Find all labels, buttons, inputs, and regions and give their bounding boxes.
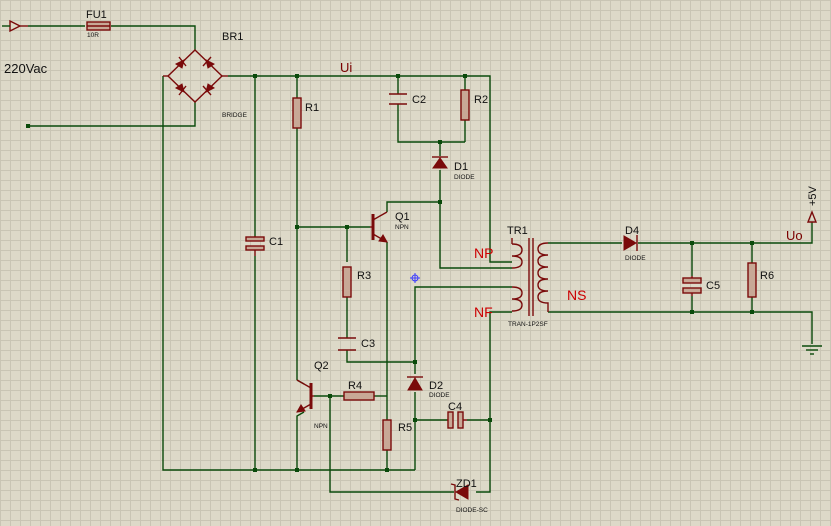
capacitor-c5 — [682, 276, 702, 296]
fu1-value: 10R — [87, 32, 99, 39]
resistor-r6 — [747, 262, 757, 298]
d2-label: D2 — [429, 380, 443, 392]
fu1-label: FU1 — [86, 9, 107, 21]
ns-label: NS — [567, 287, 586, 303]
d2-value: DIODE — [429, 392, 450, 399]
q2-label: Q2 — [314, 360, 329, 372]
ui-label: Ui — [340, 60, 352, 75]
d1-value: DIODE — [454, 174, 475, 181]
resistor-r2 — [460, 89, 470, 121]
r3-label: R3 — [357, 270, 371, 282]
np-label: NP — [474, 245, 493, 261]
c5-label: C5 — [706, 280, 720, 292]
diode-d1 — [432, 156, 448, 169]
capacitor-c1 — [245, 236, 265, 256]
capacitor-c4 — [447, 411, 467, 429]
resistor-r5 — [382, 419, 392, 451]
fuse-fu1 — [86, 21, 111, 31]
uo-label: Uo — [786, 228, 803, 243]
q1-label: Q1 — [395, 211, 410, 223]
c2-label: C2 — [412, 94, 426, 106]
diode-d4 — [623, 235, 638, 251]
c1-label: C1 — [269, 236, 283, 248]
transformer-tr1 — [511, 238, 549, 316]
diode-d2 — [407, 376, 423, 391]
r4-label: R4 — [348, 380, 362, 392]
vout-label: +5V — [807, 185, 819, 206]
wires — [28, 25, 813, 493]
resistor-r3 — [342, 266, 352, 298]
transistor-q1 — [370, 211, 388, 243]
d4-label: D4 — [625, 225, 639, 237]
c3-label: C3 — [361, 338, 375, 350]
zd1-label: ZD1 — [456, 478, 477, 490]
labels: 220Vac FU1 10R BR1 BRIDGE Ui R1 C2 R2 D1… — [4, 9, 819, 514]
probe-marker-icon — [410, 273, 420, 283]
input-label: 220Vac — [4, 61, 48, 76]
c4-label: C4 — [448, 401, 462, 413]
output-terminal-icon — [806, 210, 818, 223]
r1-label: R1 — [305, 102, 319, 114]
br1-label: BR1 — [222, 31, 243, 43]
transistor-q2 — [296, 379, 314, 413]
q1-value: NPN — [395, 224, 409, 231]
q2-value: NPN — [314, 423, 328, 430]
bridge-br1 — [163, 49, 228, 103]
r2-label: R2 — [474, 94, 488, 106]
tr1-label: TR1 — [507, 225, 528, 237]
zd1-value: DIODE-SC — [456, 507, 488, 514]
zener-zd1 — [450, 483, 469, 501]
resistor-r4 — [343, 391, 375, 401]
r6-label: R6 — [760, 270, 774, 282]
d1-label: D1 — [454, 161, 468, 173]
resistor-r1 — [292, 97, 302, 129]
input-terminal-bottom — [26, 124, 30, 128]
ground-icon — [802, 345, 822, 355]
d4-value: DIODE — [625, 255, 646, 262]
br1-value: BRIDGE — [222, 112, 248, 119]
nf-label: NF — [474, 304, 493, 320]
input-terminal-top — [2, 19, 28, 33]
capacitor-c2 — [389, 93, 407, 105]
junction-dots — [253, 74, 754, 472]
capacitor-c3 — [338, 337, 356, 351]
tr1-value: TRAN-1P2SF — [508, 321, 548, 328]
r5-label: R5 — [398, 422, 412, 434]
